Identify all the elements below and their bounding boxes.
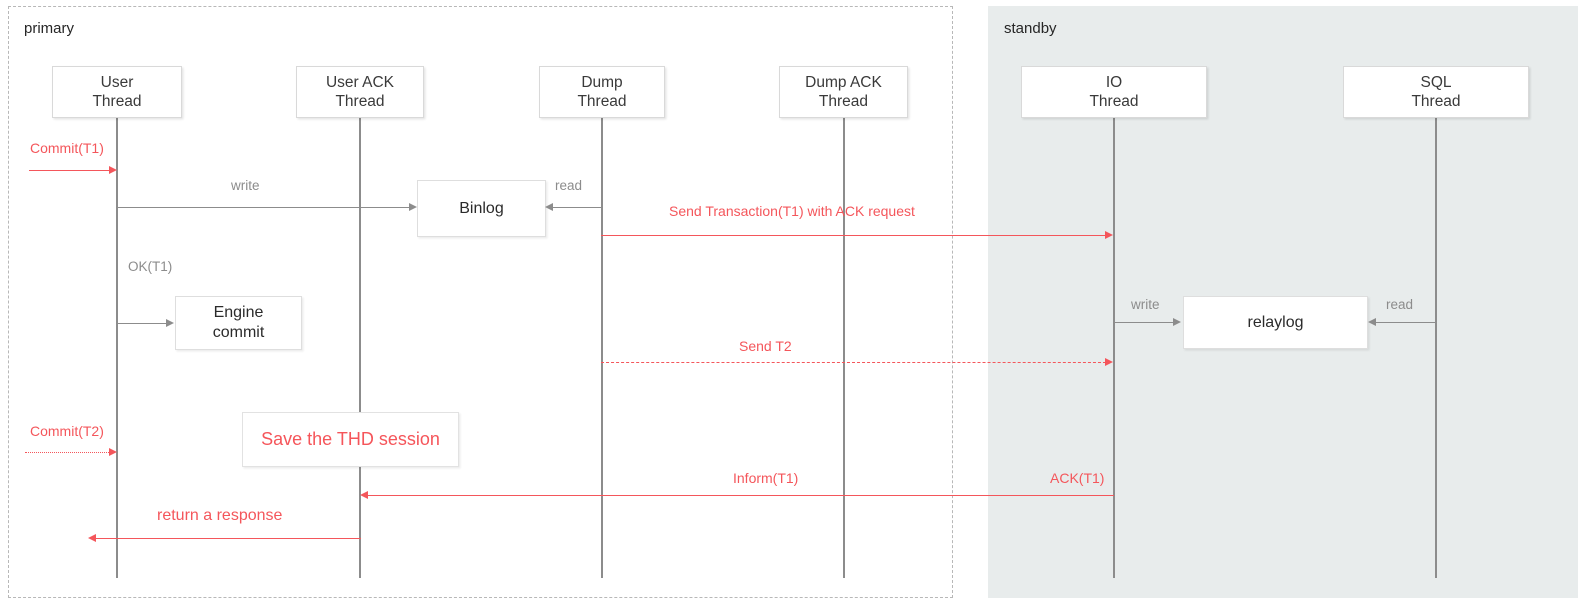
lifeline-io-thread [1113, 118, 1115, 578]
msg-label-return-response: return a response [157, 507, 283, 524]
arrow-commit-t1 [109, 165, 117, 174]
arrow-read-binlog [545, 202, 553, 211]
msg-label-read-binlog: read [555, 178, 583, 193]
msg-line-write-binlog [116, 207, 413, 208]
arrow-send-transaction-t1 [1105, 230, 1113, 239]
region-primary [8, 6, 953, 598]
msg-label-send-t2: Send T2 [739, 338, 792, 354]
lifeline-user-ack-thread [359, 118, 361, 578]
note-box-save-thd-session[interactable]: Save the THD session [242, 412, 459, 467]
store-label-relaylog: relaylog [1247, 313, 1304, 331]
lifeline-sql-thread [1435, 118, 1437, 578]
arrow-commit-t2 [109, 447, 117, 456]
msg-line-write-relaylog [1113, 322, 1176, 323]
store-label-binlog: Binlog [459, 199, 504, 217]
msg-line-send-t2 [601, 362, 1106, 363]
msg-label-write-relaylog: write [1131, 297, 1160, 312]
msg-line-return-response [95, 538, 361, 539]
msg-line-commit-t2 [25, 452, 111, 453]
msg-line-send-transaction-t1 [601, 235, 1106, 236]
msg-line-ok-t1 [116, 323, 168, 324]
arrow-ok-t1 [166, 318, 174, 327]
arrow-return-response [88, 533, 96, 542]
arrow-read-relaylog [1368, 317, 1376, 326]
msg-line-commit-t1 [29, 170, 111, 171]
note-label-save-thd-session: Save the THD session [261, 429, 440, 450]
arrow-inform-t1 [360, 490, 368, 499]
arrow-write-relaylog [1173, 317, 1181, 326]
lifeline-dump-thread [601, 118, 603, 578]
msg-label-ack-t1: ACK(T1) [1050, 470, 1105, 486]
region-label-primary: primary [24, 20, 75, 37]
arrow-write-binlog [409, 202, 417, 211]
region-label-standby: standby [1004, 20, 1057, 37]
msg-line-inform-t1 [367, 495, 1114, 496]
lifeline-user-thread [116, 118, 118, 578]
msg-label-read-relaylog: read [1386, 297, 1414, 312]
msg-label-send-transaction-t1: Send Transaction(T1) with ACK request [669, 203, 915, 219]
msg-label-ok-t1: OK(T1) [128, 259, 173, 274]
msg-line-read-binlog [552, 207, 602, 208]
msg-label-write-binlog: write [231, 178, 260, 193]
msg-label-commit-t1: Commit(T1) [30, 140, 104, 156]
msg-label-commit-t2: Commit(T2) [30, 423, 104, 439]
lifeline-dump-ack-thread [843, 118, 845, 578]
msg-label-inform-t1: Inform(T1) [733, 470, 799, 486]
store-box-relaylog[interactable]: relaylog [1183, 296, 1368, 349]
arrow-send-t2 [1105, 357, 1113, 366]
msg-line-read-relaylog [1375, 322, 1436, 323]
store-box-binlog[interactable]: Binlog [417, 180, 546, 237]
